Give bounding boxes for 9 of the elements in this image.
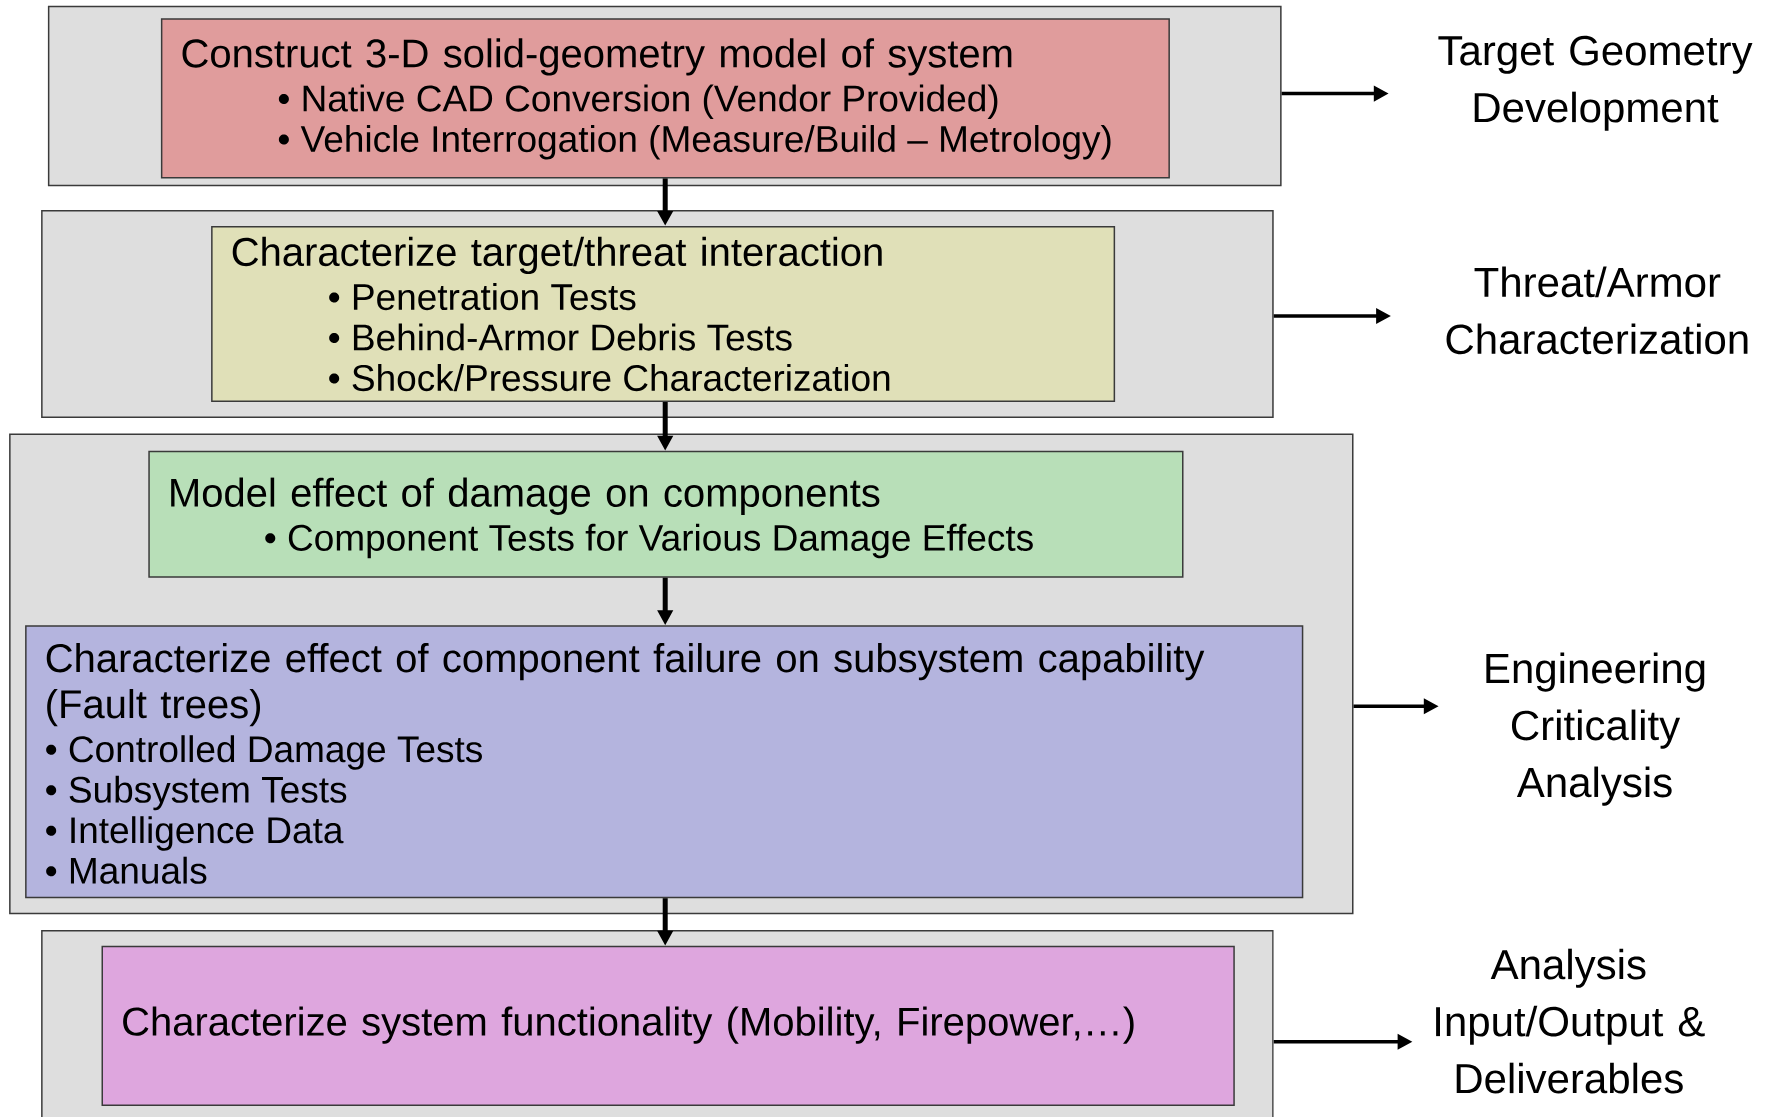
- stage-label: Target Geometry Development: [1438, 35, 1753, 131]
- process-box: Construct 3-D solid-geometry model of system • Native CAD Conversion (Vendor Provided) • Vehicle Interrogation (Measure/Build – Metrology): [160, 18, 1170, 179]
- process-box: Characterize effect of component failure on subsystem capability (Fault trees) • Controlled Damage Tests • Subsystem Tests • Intelligence Data • Manuals: [25, 625, 1304, 899]
- process-box: Characterize target/threat interaction • Penetration Tests • Behind-Armor Debris Tests • Shock/Pressure Characterization: [211, 225, 1116, 402]
- stage-label: Engineering Criticality Analysis: [1486, 652, 1705, 806]
- process-box: Model effect of damage on components • Component Tests for Various Damage Effects: [148, 450, 1184, 578]
- stage-label: Threat/Armor Characterization: [1446, 266, 1748, 355]
- stage-label: Analysis Input/Output & Deliverables: [1436, 948, 1705, 1094]
- process-box: Characterize system functionality (Mobility, Firepower,…): [101, 945, 1235, 1106]
